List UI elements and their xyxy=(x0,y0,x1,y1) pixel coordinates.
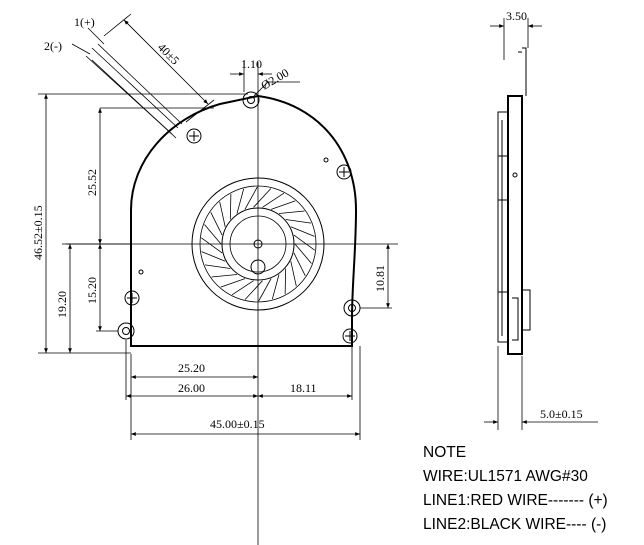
hole-diameter-dimension: Ø2.00 xyxy=(259,66,292,93)
impeller-blade xyxy=(229,193,232,220)
impeller-blade xyxy=(201,251,226,262)
impeller-blade xyxy=(210,212,223,236)
screw-bottom-left xyxy=(124,290,140,306)
impeller-blade xyxy=(294,243,312,264)
note-title: NOTE xyxy=(423,444,467,461)
impeller-blade xyxy=(284,268,287,295)
impeller-blade xyxy=(211,274,238,278)
lower-mid-dimension: 15.20 xyxy=(85,277,99,304)
impeller-blade xyxy=(293,252,306,276)
impeller-blade xyxy=(253,188,272,208)
lower-left-dimension: 19.20 xyxy=(55,291,69,318)
screw-top-left xyxy=(186,128,202,144)
side-top-dimension: 3.50 xyxy=(506,9,527,23)
impeller-blade xyxy=(293,234,315,251)
impeller-blade xyxy=(278,210,305,214)
wire-plus-label: 1(+) xyxy=(74,15,95,29)
impeller-blade xyxy=(290,226,315,237)
screw-bottom-right xyxy=(342,328,358,344)
impeller-blade xyxy=(236,188,245,214)
bottom-dimension-a: 25.20 xyxy=(178,361,205,375)
wire-minus-label: 2(-) xyxy=(44,39,62,53)
impeller-blade xyxy=(244,186,258,210)
side-bottom-dimension: 5.0±0.15 xyxy=(540,407,583,421)
bottom-dimension-c: 18.11 xyxy=(290,381,317,395)
wire-length-dimension: 40±5 xyxy=(155,40,182,67)
impeller-blade xyxy=(231,280,254,296)
impeller-blade xyxy=(285,219,312,224)
screw-right xyxy=(336,164,352,180)
front-view: 1(+) 2(-) 40±5 1.10 Ø2.00 46.52±0.15 25.… xyxy=(31,13,398,545)
impeller-blade xyxy=(204,224,222,245)
fan-housing-outline xyxy=(130,94,358,347)
note-line1: LINE1:RED WIRE------- (+) xyxy=(423,492,608,509)
impeller-blade xyxy=(262,192,285,208)
impeller-blade xyxy=(219,201,226,227)
hole-offset-dimension: 1.10 xyxy=(241,57,262,71)
impeller-blade xyxy=(258,278,272,302)
impeller-blade xyxy=(204,264,231,269)
right-hole-dimension: 10.81 xyxy=(373,265,387,292)
impeller-blade xyxy=(201,237,223,254)
impeller-blade xyxy=(290,261,297,287)
impeller-blade xyxy=(244,280,263,300)
bottom-dimension-b: 26.00 xyxy=(178,381,205,395)
mounting-hole-top xyxy=(242,91,260,109)
impeller-blade xyxy=(271,274,280,300)
note-line2: LINE2:BLACK WIRE---- (-) xyxy=(423,516,607,533)
side-view: 3.50 5.0±0.15 xyxy=(484,9,598,430)
total-width-dimension: 45.00±0.15 xyxy=(210,417,265,431)
center-upper-dimension: 25.52 xyxy=(85,169,99,196)
note-wire-spec: WIRE:UL1571 AWG#30 xyxy=(423,468,588,485)
impeller-blade xyxy=(270,200,296,210)
total-height-dimension: 46.52±0.15 xyxy=(31,205,45,260)
impeller-blade xyxy=(220,278,246,288)
